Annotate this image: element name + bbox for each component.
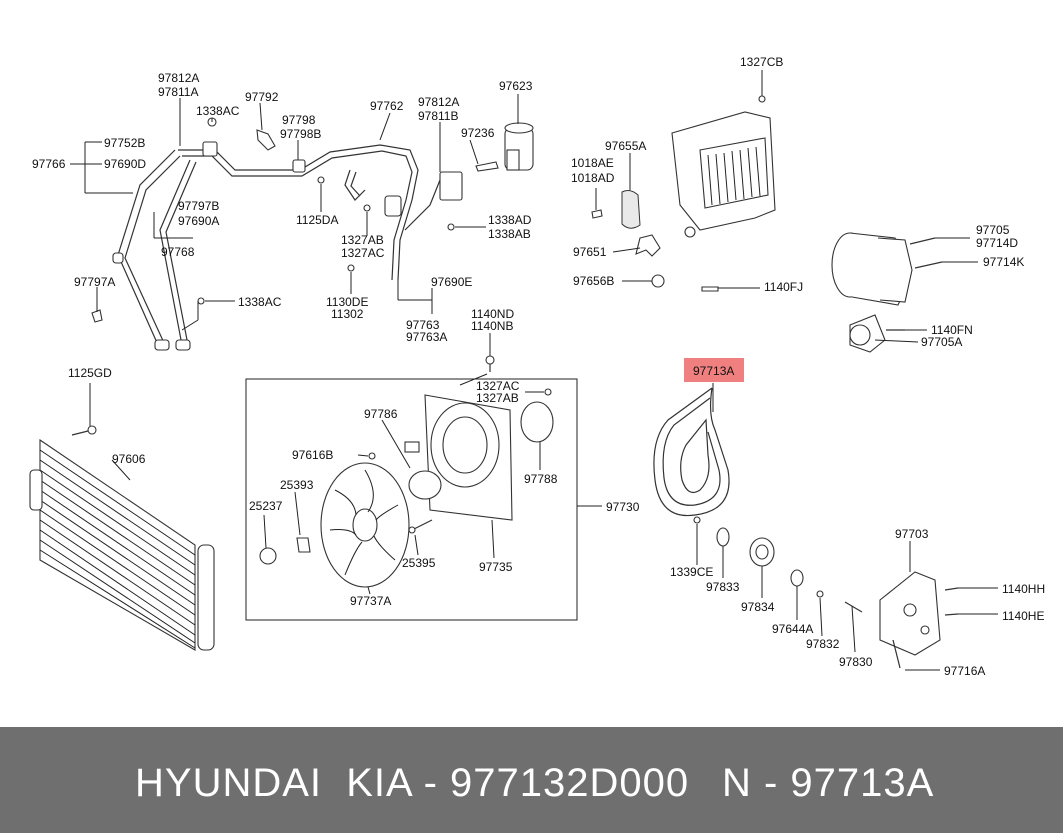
- part-label: 1339CE: [670, 565, 713, 579]
- part-label: 1140HH: [1002, 582, 1045, 596]
- heater-unit-assembly: [591, 95, 776, 292]
- part-label: 1338AD: [488, 213, 532, 227]
- footer-reference-number: N - 97713A: [722, 761, 935, 805]
- part-label: 97811A: [158, 85, 198, 99]
- leader-lines-condenser: [89, 383, 131, 481]
- leader-lines-left: [70, 94, 519, 331]
- part-label: 97763A: [406, 330, 447, 344]
- part-label: 1140ND: [471, 307, 514, 321]
- part-label: 1140NB: [471, 319, 513, 333]
- part-label: 97714K: [983, 255, 1024, 269]
- part-label: 25237: [249, 499, 283, 513]
- part-label: 1018AD: [571, 171, 615, 185]
- highlight-label: 97713A: [693, 364, 734, 378]
- part-label: 1140HE: [1002, 609, 1044, 623]
- ac-pipe-assembly: [91, 117, 534, 351]
- part-label: 97655A: [605, 139, 646, 153]
- compressor-assembly: [831, 232, 943, 353]
- part-label: 97792: [245, 90, 279, 104]
- part-label: 97616B: [292, 448, 333, 462]
- part-label: 1130DE: [326, 295, 368, 309]
- part-label: 97690A: [178, 214, 219, 228]
- part-label: 1327AB: [476, 391, 519, 405]
- part-label: 97690E: [431, 275, 472, 289]
- part-label: 97606: [112, 452, 146, 466]
- part-label: 97737A: [350, 594, 391, 608]
- part-label: 97644A: [772, 622, 813, 636]
- part-label: 1327CB: [740, 55, 783, 69]
- part-label: 97812A: [158, 71, 199, 85]
- leader-lines-fan: [263, 333, 602, 595]
- part-label: 97651: [573, 245, 607, 259]
- parts-diagram: 97812A 97811A 1338AC 97792 97752B 97766 …: [29, 55, 1045, 678]
- highlight-box: [684, 358, 744, 382]
- part-label: 97236: [461, 126, 495, 140]
- part-label: 97833: [706, 580, 740, 594]
- part-label: 97752B: [104, 136, 145, 150]
- condenser-assembly: [29, 425, 215, 651]
- tensioner-assembly: [693, 516, 959, 669]
- leader-lines-tensioner: [696, 524, 998, 671]
- part-label: 97798B: [280, 127, 321, 141]
- part-label: 1327AC: [476, 379, 520, 393]
- part-label: 97797A: [74, 275, 115, 289]
- belt-97713A: [653, 387, 730, 517]
- part-label: 25393: [280, 478, 314, 492]
- footer-bar: HYUNDAI KIA - 977132D000 N - 97713A: [0, 727, 1063, 833]
- part-label: 97730: [606, 500, 640, 514]
- part-label: 1338AC: [238, 295, 282, 309]
- part-label: 1018AE: [571, 156, 614, 170]
- part-label: 97766: [32, 157, 66, 171]
- part-label: 97832: [806, 637, 840, 651]
- part-label: 97703: [895, 527, 929, 541]
- part-label: 1125GD: [68, 366, 112, 380]
- leader-lines-heater: [595, 70, 763, 289]
- part-label: 97788: [524, 472, 558, 486]
- part-label: 97768: [161, 245, 195, 259]
- part-label: 1338AB: [488, 227, 531, 241]
- part-label: 97797B: [178, 199, 219, 213]
- part-label: 97786: [364, 407, 398, 421]
- part-label: 97705: [976, 223, 1010, 237]
- part-label: 97763: [406, 318, 440, 332]
- part-label: 1327AB: [341, 233, 384, 247]
- part-label: 1140FJ: [764, 280, 803, 294]
- fan-shroud-assembly: [245, 355, 578, 621]
- part-label: 97716A: [944, 664, 985, 678]
- part-label: 97714D: [976, 236, 1018, 250]
- part-label: 1125DA: [296, 213, 338, 227]
- part-label: 1327AC: [341, 246, 385, 260]
- part-label: 97690D: [104, 157, 146, 171]
- group-frame: [245, 378, 578, 621]
- part-label: 25395: [402, 556, 436, 570]
- part-label: 97762: [370, 99, 404, 113]
- part-label: 11302: [331, 307, 364, 321]
- part-label: 97834: [741, 600, 775, 614]
- part-label: 1140FN: [931, 323, 973, 337]
- part-label: 97623: [499, 79, 533, 93]
- part-labels: 97812A 97811A 1338AC 97792 97752B 97766 …: [32, 55, 1045, 678]
- part-label: 97735: [479, 560, 513, 574]
- part-label: 97812A: [418, 95, 459, 109]
- footer-part-number: HYUNDAI KIA - 977132D000: [135, 761, 690, 805]
- part-label: 1338AC: [196, 104, 240, 118]
- part-label: 97798: [282, 113, 316, 127]
- part-label: 97811B: [418, 109, 458, 123]
- part-label: 97705A: [921, 335, 962, 349]
- part-label: 97656B: [573, 274, 614, 288]
- leader-lines-compressor: [874, 237, 978, 343]
- part-label: 97830: [839, 655, 873, 669]
